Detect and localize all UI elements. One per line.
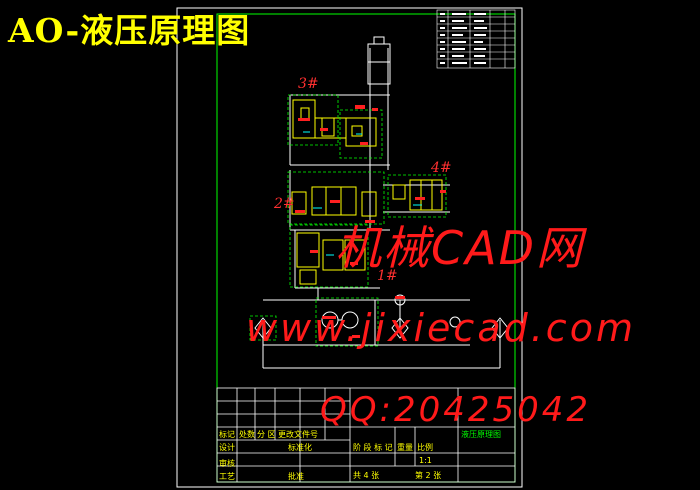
- component-label-4: 4#: [431, 160, 452, 176]
- tb-sheji: 设计: [219, 443, 235, 452]
- component-label-3: 3#: [298, 76, 319, 92]
- watermark-qq: QQ:20425042: [320, 390, 592, 430]
- tb-genggai: 更改文件号: [278, 430, 318, 439]
- tb-gongyi: 工艺: [219, 472, 235, 481]
- sheet-outer-border: [176, 7, 523, 488]
- title-block-grid: [216, 387, 516, 483]
- valve-group-1: [296, 232, 366, 285]
- valve-group-2: [291, 186, 377, 217]
- component-label-2: 2#: [274, 196, 295, 212]
- tb-chushu: 处数: [239, 430, 255, 439]
- tb-di: 第 2 张: [415, 471, 442, 480]
- tb-bili: 比例: [417, 443, 433, 452]
- component-label-1: 1#: [377, 268, 398, 284]
- valve-group-4: [392, 179, 443, 211]
- watermark-url: www.jixiecad.com: [246, 306, 636, 350]
- filters: [254, 294, 509, 339]
- tb-biaozhunhua: 标准化: [288, 443, 312, 452]
- parts-table: [436, 9, 516, 69]
- circuit-lines: [262, 48, 501, 369]
- valve-group-3: [292, 99, 377, 147]
- cyan-accents: [303, 131, 422, 256]
- pump-motor-unit: [321, 311, 359, 329]
- tb-jieduan: 阶 段 标 记: [353, 443, 393, 452]
- tb-ratio: 1:1: [419, 456, 432, 465]
- red-component-marks: [295, 105, 446, 338]
- parts-table-text-marks: [440, 13, 487, 64]
- tb-pizhun: 批准: [288, 472, 304, 481]
- hydraulic-cylinder: [367, 36, 391, 85]
- page-title: AO-液压原理图: [8, 11, 251, 50]
- watermark-site-name: 机械CAD网: [335, 221, 585, 275]
- tb-gong: 共 4 张: [353, 471, 380, 480]
- tb-biaoji: 标记: [219, 430, 235, 439]
- subassembly-enclosures: [249, 94, 447, 347]
- tb-drawing-name: 液压原理图: [461, 430, 501, 439]
- tb-fenqu: 分 区: [257, 430, 276, 439]
- tb-zhongliang: 重量: [397, 443, 413, 452]
- tb-shenhe: 审核: [219, 459, 235, 468]
